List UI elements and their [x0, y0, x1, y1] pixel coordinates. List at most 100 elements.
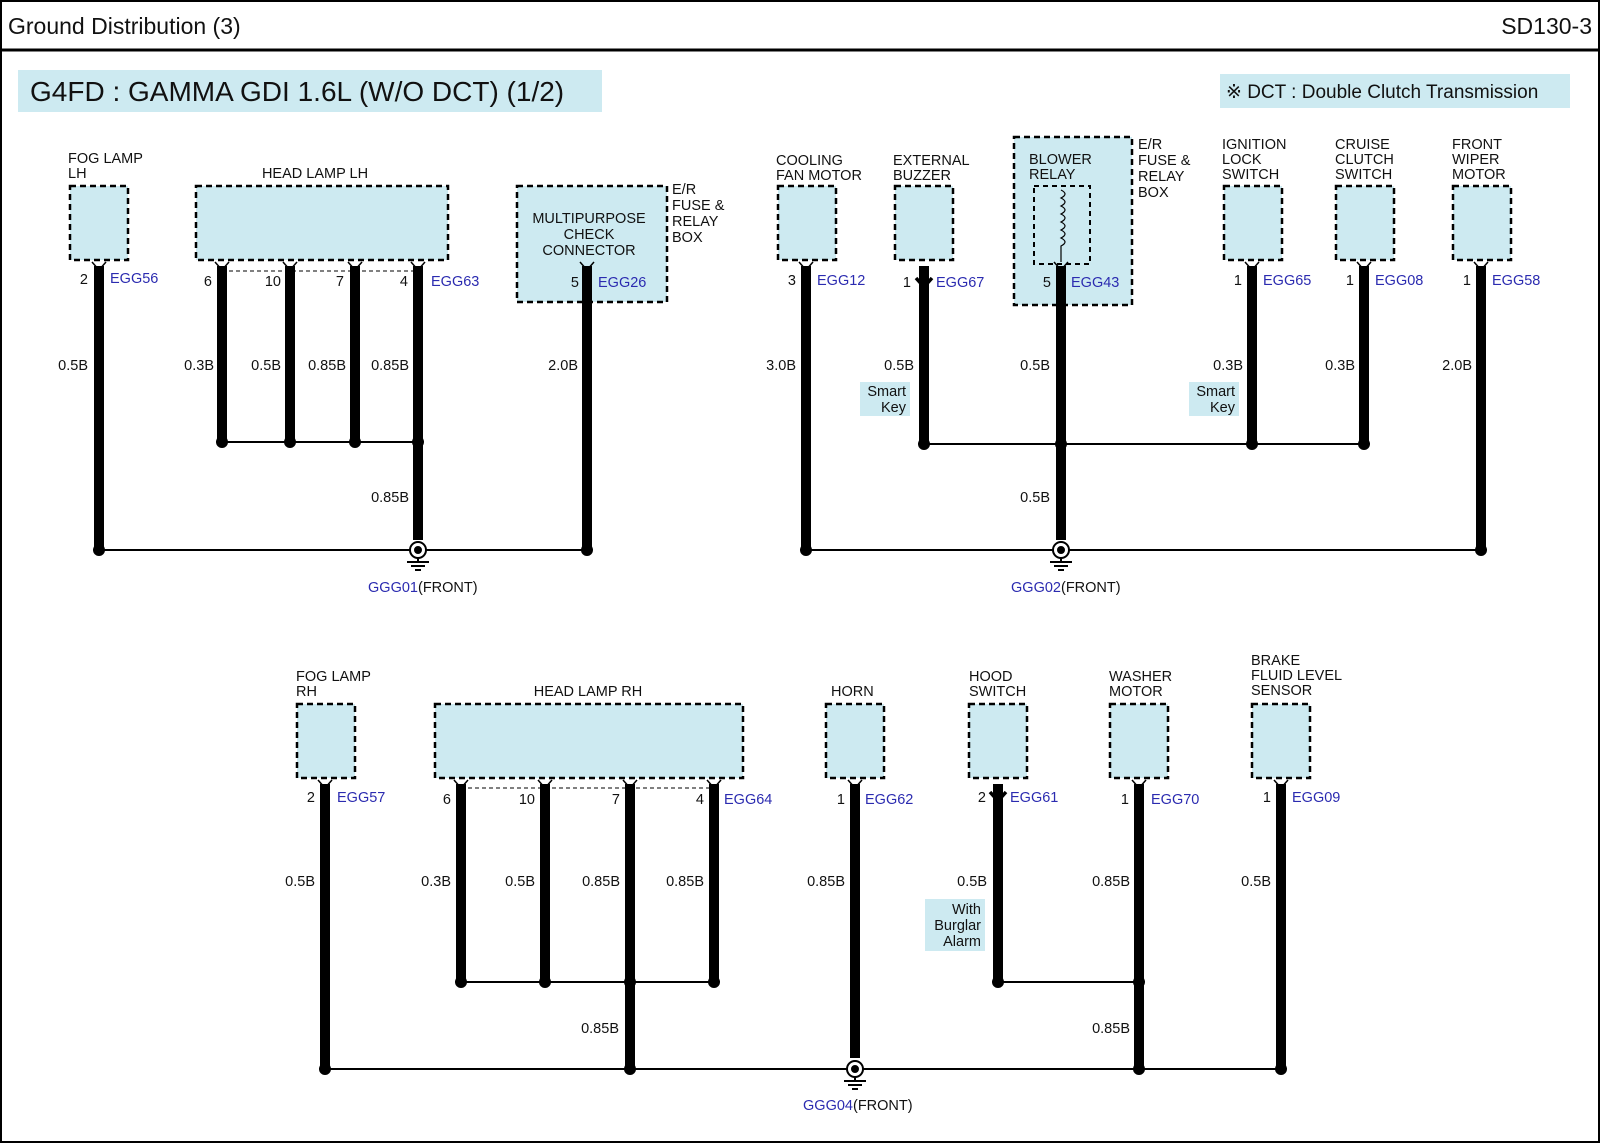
connector-code: EGG67 — [936, 275, 984, 291]
wire-size: 0.3B — [421, 874, 451, 890]
component-external-buzzer: EXTERNAL BUZZER — [893, 153, 970, 262]
option-tag-burglar-alarm: With Burglar Alarm — [925, 899, 985, 951]
component-blower-relay: BLOWER RELAY E/R FUSE & RELAY BOX — [1012, 135, 1191, 307]
er-box-label: RELAY — [1138, 169, 1185, 185]
ground-location: (FRONT) — [1061, 580, 1121, 596]
connector-code: EGG58 — [1492, 273, 1540, 289]
wire-size: 0.85B — [581, 1021, 619, 1037]
wires — [94, 266, 1486, 1069]
component-label: MULTIPURPOSE — [532, 211, 646, 227]
component-label: HEAD LAMP RH — [534, 684, 643, 700]
component-label: BRAKE — [1251, 653, 1300, 669]
wire-size: 0.3B — [1213, 358, 1243, 374]
er-box-label: FUSE & — [672, 198, 725, 214]
component-label: WASHER — [1109, 669, 1172, 685]
component-label: MOTOR — [1109, 684, 1163, 700]
connector-code: EGG63 — [431, 274, 479, 290]
wire-size: 0.85B — [666, 874, 704, 890]
er-box-label: E/R — [672, 182, 696, 198]
wire-size: 0.85B — [371, 490, 409, 506]
connector-code: EGG61 — [1010, 790, 1058, 806]
component-label: HEAD LAMP LH — [262, 166, 368, 182]
pin-chevron-bold-icons — [914, 276, 1008, 804]
relay-coil-icon — [1059, 189, 1066, 262]
component-label: BLOWER — [1029, 152, 1092, 168]
component-label: FLUID LEVEL — [1251, 668, 1342, 684]
option-label: Key — [881, 400, 907, 416]
component-front-wiper-motor: FRONT WIPER MOTOR — [1451, 137, 1513, 262]
option-tag-smart-key-buzzer: Smart Key — [860, 382, 910, 416]
component-label: IGNITION — [1222, 137, 1286, 153]
component-cruise-clutch-switch: CRUISE CLUTCH SWITCH — [1334, 137, 1396, 262]
pin-number: 10 — [519, 792, 535, 808]
wire-size: 0.85B — [582, 874, 620, 890]
wire-size: 0.5B — [1020, 358, 1050, 374]
component-fog-lamp-rh: FOG LAMP RH — [295, 669, 371, 780]
connector-code: EGG26 — [598, 275, 646, 291]
component-label: COOLING — [776, 153, 843, 169]
component-label: CRUISE — [1335, 137, 1390, 153]
wire-size: 0.85B — [308, 358, 346, 374]
connector-code: EGG43 — [1071, 275, 1119, 291]
wire-size: 0.3B — [1325, 358, 1355, 374]
wire-size: 0.5B — [285, 874, 315, 890]
option-label: Alarm — [943, 934, 981, 950]
er-box-label: FUSE & — [1138, 153, 1191, 169]
component-label: SWITCH — [969, 684, 1026, 700]
component-label: FOG LAMP — [68, 151, 143, 167]
wire-size: 0.85B — [1092, 874, 1130, 890]
ground-code: GGG04 — [803, 1098, 853, 1114]
component-label: CHECK — [564, 227, 615, 243]
ground-code: GGG01 — [368, 580, 418, 596]
wire-size: 0.5B — [1020, 490, 1050, 506]
ground-code: GGG02 — [1011, 580, 1061, 596]
ground-symbol-icon — [844, 1060, 866, 1090]
component-hood-switch: HOOD SWITCH — [967, 669, 1029, 780]
component-label: HOOD — [969, 669, 1013, 685]
component-ignition-lock-switch: IGNITION LOCK SWITCH — [1222, 137, 1286, 262]
connector-codes: EGG56 EGG63 EGG26 EGG12 EGG67 EGG43 EGG6… — [110, 271, 1540, 808]
connector-code: EGG57 — [337, 790, 385, 806]
connector-code: EGG56 — [110, 271, 158, 287]
wire-size: 0.5B — [58, 358, 88, 374]
component-label: CONNECTOR — [542, 243, 635, 259]
wire-size-labels: 0.5B 0.3B 0.5B 0.85B 0.85B 0.85B 2.0B 3.… — [58, 358, 1472, 1037]
component-label: FOG LAMP — [296, 669, 371, 685]
bus-lines — [99, 441, 1481, 1070]
wire-size: 0.5B — [251, 358, 281, 374]
pin-number: 4 — [400, 274, 408, 290]
pin-number: 6 — [204, 274, 212, 290]
component-label: LOCK — [1222, 152, 1262, 168]
connector-code: EGG65 — [1263, 273, 1311, 289]
ground-symbol-icon — [407, 541, 429, 571]
option-label: Smart — [1196, 384, 1235, 400]
er-box-label: BOX — [672, 230, 703, 246]
ground-location: (FRONT) — [418, 580, 478, 596]
er-box-label: RELAY — [672, 214, 719, 230]
pin-number: 2 — [80, 272, 88, 288]
pin-numbers: 2 6 10 7 4 5 3 1 5 1 1 1 2 6 10 7 4 1 2 … — [80, 272, 1471, 808]
component-label: FAN MOTOR — [776, 168, 862, 184]
component-label: EXTERNAL — [893, 153, 970, 169]
wire-size: 0.5B — [957, 874, 987, 890]
er-box-label: BOX — [1138, 185, 1169, 201]
pin-number: 1 — [837, 792, 845, 808]
pin-number: 1 — [1346, 273, 1354, 289]
dct-note-box — [1220, 74, 1570, 108]
wire-size: 0.5B — [505, 874, 535, 890]
component-label: MOTOR — [1452, 167, 1506, 183]
connector-code: EGG08 — [1375, 273, 1423, 289]
pin-number: 1 — [1121, 792, 1129, 808]
component-label: WIPER — [1452, 152, 1500, 168]
wire-size: 0.85B — [807, 874, 845, 890]
component-label: HORN — [831, 684, 874, 700]
pin-number: 3 — [788, 273, 796, 289]
engine-title-box — [18, 70, 602, 112]
pin-number: 6 — [443, 792, 451, 808]
component-head-lamp-lh: HEAD LAMP LH — [194, 166, 450, 262]
component-fog-lamp-lh: FOG LAMP LH — [68, 151, 143, 262]
page-title: Ground Distribution (3) — [8, 13, 241, 39]
pin-number: 10 — [265, 274, 281, 290]
connector-code: EGG09 — [1292, 790, 1340, 806]
